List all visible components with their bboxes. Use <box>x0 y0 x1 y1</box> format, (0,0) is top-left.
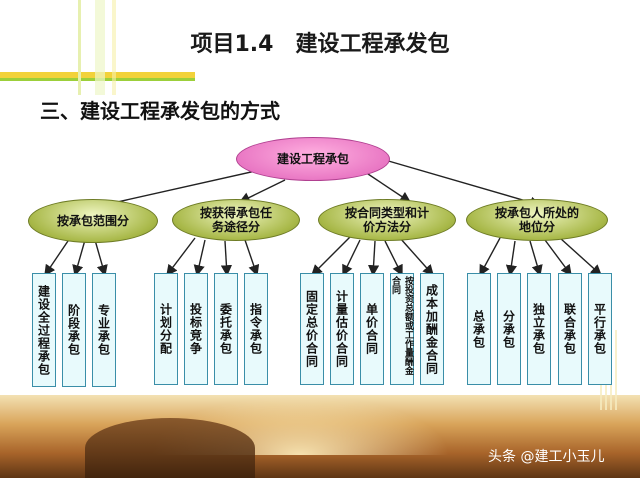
link-root-cat-4 <box>384 159 542 208</box>
link-cat-4-leaf-1 <box>479 237 501 277</box>
leaf-independent-contract: 独立承包 <box>527 273 551 385</box>
top-decor-vertical-3 <box>112 0 116 95</box>
link-cat-4-leaf-2 <box>505 240 517 277</box>
leaf-investment-fee-contract: 按投资总额或工作量酬金合同 <box>390 273 414 385</box>
leaf-parallel-contract: 平行承包 <box>588 273 612 385</box>
link-root-cat-3 <box>364 171 412 203</box>
link-cat-3-leaf-1 <box>311 236 351 276</box>
link-cat-4-leaf-3 <box>529 240 543 277</box>
link-cat-2-leaf-2 <box>193 239 206 277</box>
link-cat-2-leaf-3 <box>220 240 233 277</box>
leaf-full-process-contract: 建设全过程承包 <box>32 273 56 387</box>
bottom-photo-dome <box>85 418 255 478</box>
leaf-general-contract: 总承包 <box>467 273 491 385</box>
link-root-cat-2 <box>238 179 286 203</box>
link-cat-3-leaf-5 <box>399 237 434 277</box>
link-cat-3-leaf-4 <box>384 240 403 277</box>
leaf-entrusted-contract: 委托承包 <box>214 273 238 385</box>
top-decor-vertical-1 <box>78 0 81 95</box>
link-cat-4-leaf-4 <box>544 239 572 277</box>
link-cat-1-leaf-1 <box>44 237 71 277</box>
leaf-planned-allocation: 计划分配 <box>154 273 178 385</box>
link-cat-2-leaf-4 <box>244 239 260 277</box>
link-cat-1-leaf-2 <box>72 239 86 277</box>
page-title: 项目1.4 建设工程承发包 <box>190 32 450 57</box>
leaf-measured-estimate-contract: 计量估价合同 <box>330 273 354 385</box>
link-cat-4-leaf-5 <box>559 237 603 276</box>
leaf-cost-plus-fee-contract: 成本加酬金合同 <box>420 273 444 385</box>
leaf-phase-contract: 阶段承包 <box>62 273 86 387</box>
watermark-text: 头条 @建工小玉儿 <box>488 449 605 465</box>
leaf-fixed-price-contract: 固定总价合同 <box>300 273 324 385</box>
leaf-specialty-contract: 专业承包 <box>92 273 116 387</box>
leaf-subcontract: 分承包 <box>497 273 521 385</box>
top-decor-vertical-2 <box>95 0 105 95</box>
link-cat-2-leaf-1 <box>166 237 196 277</box>
section-heading: 三、建设工程承发包的方式 <box>40 99 280 123</box>
link-cat-1-leaf-3 <box>94 239 108 277</box>
leaf-bidding: 投标竞争 <box>184 273 208 385</box>
leaf-directive-contract: 指令承包 <box>244 273 268 385</box>
link-cat-3-leaf-3 <box>367 240 380 277</box>
category-node-position: 按承包人所处的地位分 <box>466 199 608 241</box>
link-cat-3-leaf-2 <box>342 239 361 277</box>
leaf-joint-contract: 联合承包 <box>558 273 582 385</box>
leaf-unit-price-contract: 单价合同 <box>360 273 384 385</box>
category-node-contract: 按合同类型和计价方法分 <box>318 199 456 241</box>
root-node: 建设工程承包 <box>236 137 390 181</box>
category-node-scope: 按承包范围分 <box>28 199 158 243</box>
category-node-route: 按获得承包任务途径分 <box>172 199 300 241</box>
